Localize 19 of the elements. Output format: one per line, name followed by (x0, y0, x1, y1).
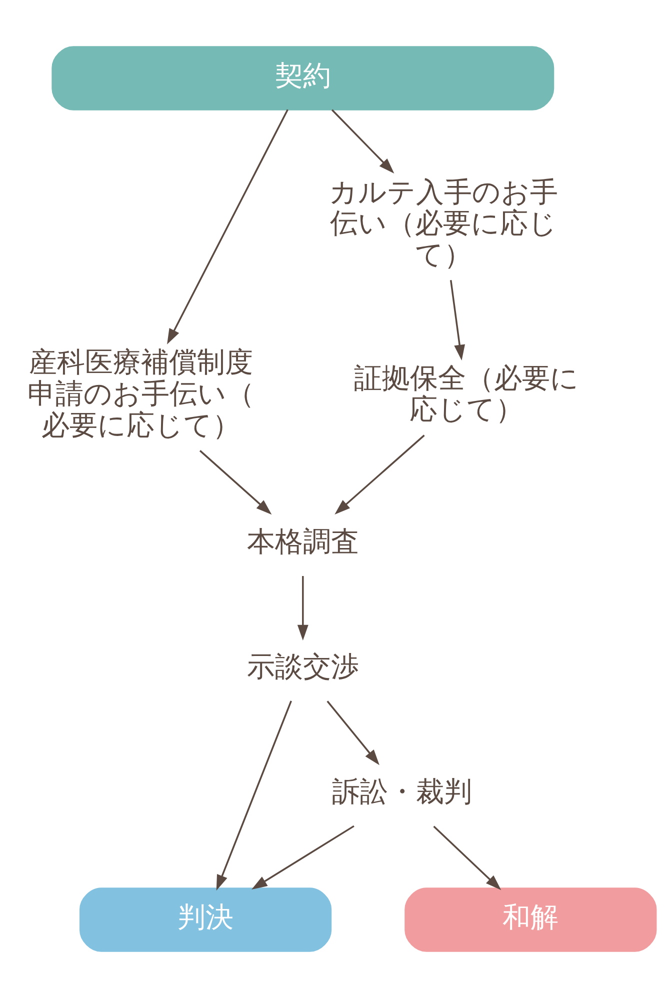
arrow (297, 576, 308, 641)
node-text: 訴訟・裁判 (332, 775, 472, 808)
node-box: 契約 (52, 46, 554, 110)
arrow (326, 700, 380, 766)
arrow (331, 109, 394, 174)
node-text: 示談交渉 (246, 650, 359, 683)
node-text: カルテ入手のお手伝い（必要に応じて） (329, 175, 558, 271)
node-text: 本格調査 (246, 524, 359, 558)
arrow (199, 450, 272, 515)
arrow (252, 825, 354, 890)
node-text: 産科医療補償制度申請のお手伝い（必要に応じて） (28, 346, 255, 442)
node-text: 証拠保全（必要に応じて） (354, 361, 579, 426)
arrow (216, 700, 292, 891)
arrow (450, 280, 466, 360)
node-box: 和解 (404, 888, 657, 952)
arrow (167, 109, 288, 344)
arrow (334, 434, 425, 514)
arrow (433, 826, 502, 890)
node-box: 判決 (79, 888, 332, 952)
